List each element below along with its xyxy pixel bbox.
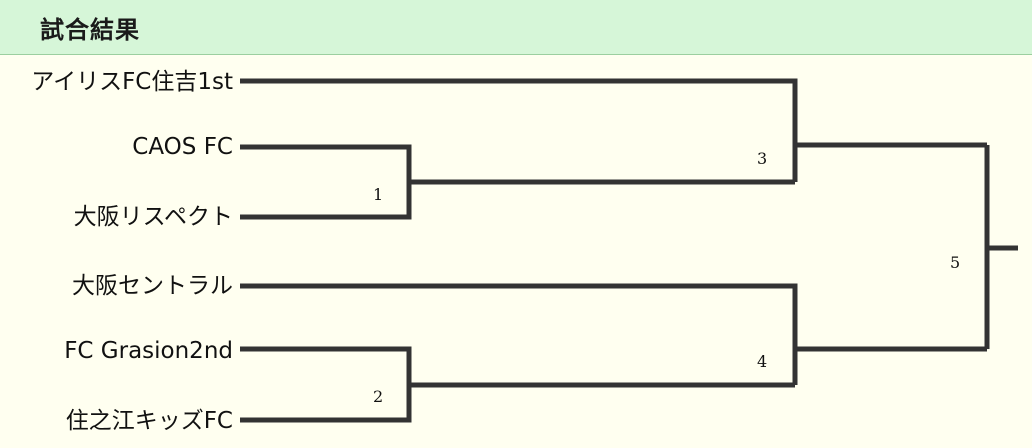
match-number: 4 — [757, 352, 768, 371]
match-number: 3 — [757, 149, 768, 168]
header-bar: 試合結果 — [0, 0, 1032, 55]
team-name: CAOS FC — [132, 134, 233, 160]
bracket-match-2-line — [240, 346, 412, 423]
bracket-match-1-line — [240, 144, 412, 220]
match-number: 2 — [373, 387, 384, 406]
match-number: 5 — [950, 253, 961, 272]
page-title: 試合結果 — [40, 16, 140, 44]
team-name: FC Grasion2nd — [64, 338, 233, 364]
bracket-match-3-line — [240, 78, 798, 182]
team-name: 住之江キッズFC — [65, 408, 233, 434]
team-name: 大阪セントラル — [72, 273, 233, 299]
team-name: アイリスFC住吉1st — [31, 69, 233, 95]
team-name: 大阪リスペクト — [73, 204, 233, 230]
match-number: 1 — [373, 185, 384, 204]
bracket-match-4-line — [240, 283, 798, 385]
